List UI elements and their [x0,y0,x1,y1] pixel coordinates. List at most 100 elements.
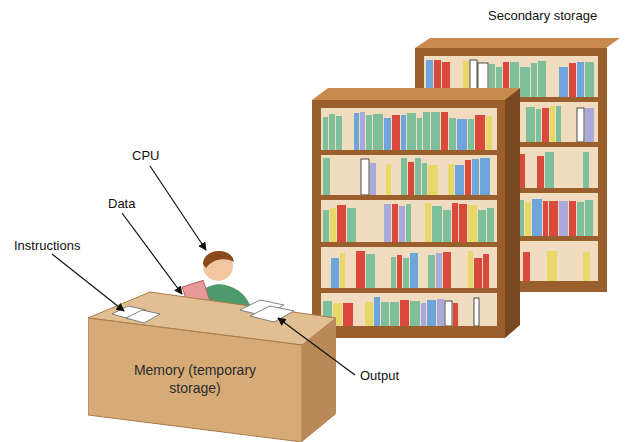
book-spine [356,251,365,288]
book-spine [577,62,584,97]
book-spine [547,251,557,281]
part-label: CPU [132,148,159,164]
book-spine [365,302,373,326]
book-spine [386,164,391,195]
shelf-board [319,326,499,331]
bookshelf [312,88,520,338]
book-spine [407,113,416,150]
book-spine [340,253,345,288]
book-spine [468,205,477,242]
book-spine [431,112,440,150]
shelf-board [319,150,499,155]
book-spine [410,253,418,288]
book-spine [421,303,426,326]
book-spine [585,200,593,236]
book-spine [384,118,391,150]
book-spine [390,302,399,326]
book-spine [406,204,411,242]
book-spine [370,163,376,195]
book-spine [459,204,467,242]
book-spine [436,253,442,288]
book-spine [410,301,420,326]
book-spine [354,113,359,150]
shelf-board [319,242,499,247]
book-spine [457,119,467,150]
part-label: Output [360,368,399,384]
book-spine [556,106,561,142]
book-spine [399,206,405,242]
book-spine [381,302,389,326]
book-spine [403,258,409,288]
desk [88,292,336,442]
book-spine [417,118,422,150]
book-spine [415,158,421,195]
book-spine [583,252,590,281]
book-spine [329,114,335,150]
book-spine [336,116,342,150]
book-spine [520,67,530,97]
book-spine [323,210,329,242]
book-spine [537,156,544,188]
book-spine [478,210,486,242]
book-spine [445,301,452,326]
storage-label: Memory (temporary storage) [129,362,261,397]
book-spine [542,108,549,142]
book-spine [583,152,589,188]
book-spine [437,299,444,326]
book-spine [531,63,537,97]
book-spine [449,118,456,150]
book-spine [455,165,464,195]
book-spine [569,201,576,236]
book-spine [526,107,535,142]
book-spine [323,158,330,195]
book-spine [536,109,541,142]
book-spine [331,258,339,288]
book-spine [423,112,430,150]
book-spine [480,158,490,195]
shelf-board [319,288,499,293]
book-spine [343,303,353,326]
book-spine [549,201,558,236]
book-spine [468,119,474,150]
book-spine [486,116,492,150]
book-spine [323,117,328,150]
book-spine [474,298,479,326]
part-label: Instructions [14,238,80,254]
book-spine [392,115,400,150]
book-spine [577,202,584,236]
book-spine [391,257,396,288]
book-spine [432,206,442,242]
book-spine [408,162,414,195]
book-spine [585,108,594,142]
book-spine [366,254,375,288]
book-spine [559,201,568,236]
book-spine [465,160,471,195]
book-spine [545,152,554,188]
book-spine [443,252,451,288]
book-spine [360,112,365,150]
book-spine [577,108,584,142]
book-spine [401,158,407,195]
book-spine [347,208,356,242]
book-spine [427,300,436,326]
book-spine [523,252,530,281]
part-label: Data [108,196,135,212]
book-spine [543,201,548,236]
book-spine [401,115,406,150]
book-spine [569,63,576,97]
book-spine [538,61,546,97]
book-spine [475,115,485,150]
storage-label: Secondary storage [488,8,597,24]
book-spine [425,203,431,242]
book-spine [452,203,458,242]
book-spine [483,254,489,288]
book-spine [361,159,369,195]
book-spine [373,114,383,150]
book-spine [397,255,402,288]
book-spine [337,205,346,242]
book-spine [532,199,542,236]
book-spine [428,255,435,288]
book-spine [453,303,458,326]
book-spine [422,163,427,195]
paper-sheets [112,300,294,323]
